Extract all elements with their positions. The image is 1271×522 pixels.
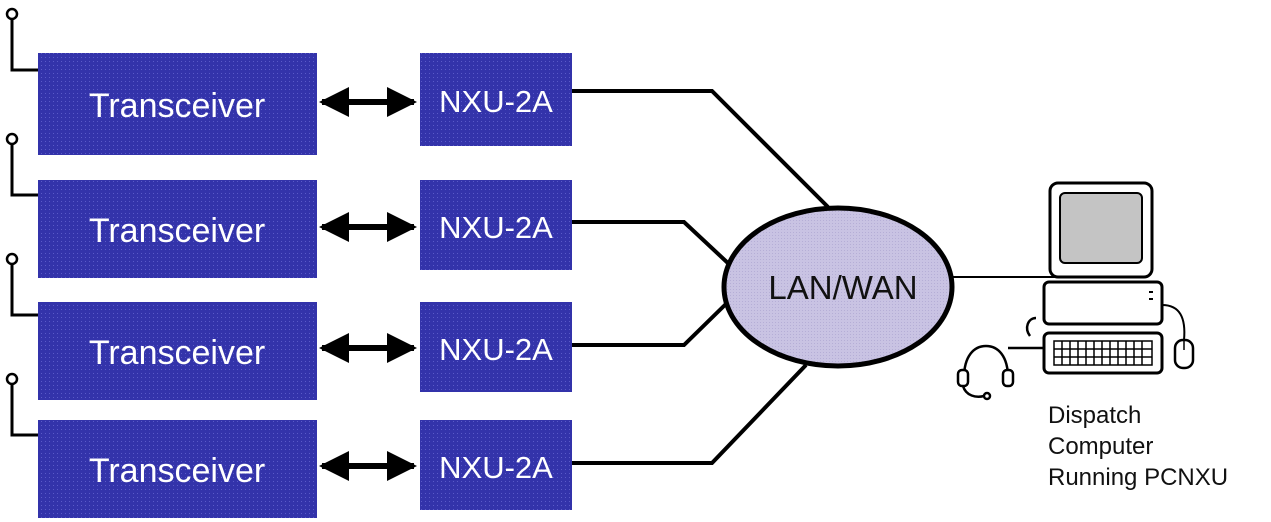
row-4: Transceiver NXU-2A: [5, 372, 572, 518]
caption-line-3: Running PCNXU: [1048, 464, 1229, 491]
network-ellipse: [721, 205, 955, 369]
network-label: LAN/WAN: [768, 269, 917, 306]
antenna-icon: [5, 252, 38, 317]
caption-line-1: Dispatch: [1048, 402, 1142, 429]
transceiver-box: [38, 420, 317, 518]
row-1: Transceiver NXU-2A: [5, 7, 572, 155]
antenna-icon: [5, 372, 38, 437]
row-3: Transceiver NXU-2A: [5, 252, 572, 400]
transceiver-label: Transceiver: [89, 334, 265, 372]
antenna-icon: [5, 132, 38, 197]
nxu-box: [420, 302, 572, 392]
link-line: [572, 220, 732, 267]
system-unit-icon: [1042, 280, 1164, 326]
headset-icon: [956, 316, 1044, 401]
link-line: [572, 298, 732, 347]
monitor-screen: [1059, 192, 1143, 264]
nxu-label: NXU-2A: [439, 450, 553, 485]
caption-line-2: Computer: [1048, 433, 1154, 460]
nxu-box: [420, 420, 572, 510]
network-links: [572, 89, 830, 465]
computer-icon: [956, 181, 1195, 401]
link-line: [572, 363, 808, 465]
transceiver-label: Transceiver: [89, 212, 265, 250]
computer-caption: Dispatch Computer Running PCNXU: [1048, 400, 1263, 493]
nxu-box: [420, 53, 572, 146]
link-line: [572, 89, 830, 209]
nxu-label: NXU-2A: [439, 210, 553, 245]
transceiver-box: [38, 180, 317, 278]
transceiver-label: Transceiver: [89, 452, 265, 490]
nxu-label: NXU-2A: [439, 84, 553, 119]
antenna-icon: [5, 7, 38, 72]
lan-wan-network: LAN/WAN: [721, 205, 955, 369]
transceiver-label: Transceiver: [89, 87, 265, 125]
transceiver-box: [38, 53, 317, 155]
nxu-box: [420, 180, 572, 270]
row-2: Transceiver NXU-2A: [5, 132, 572, 278]
transceiver-box: [38, 302, 317, 400]
nxu-label: NXU-2A: [439, 332, 553, 367]
